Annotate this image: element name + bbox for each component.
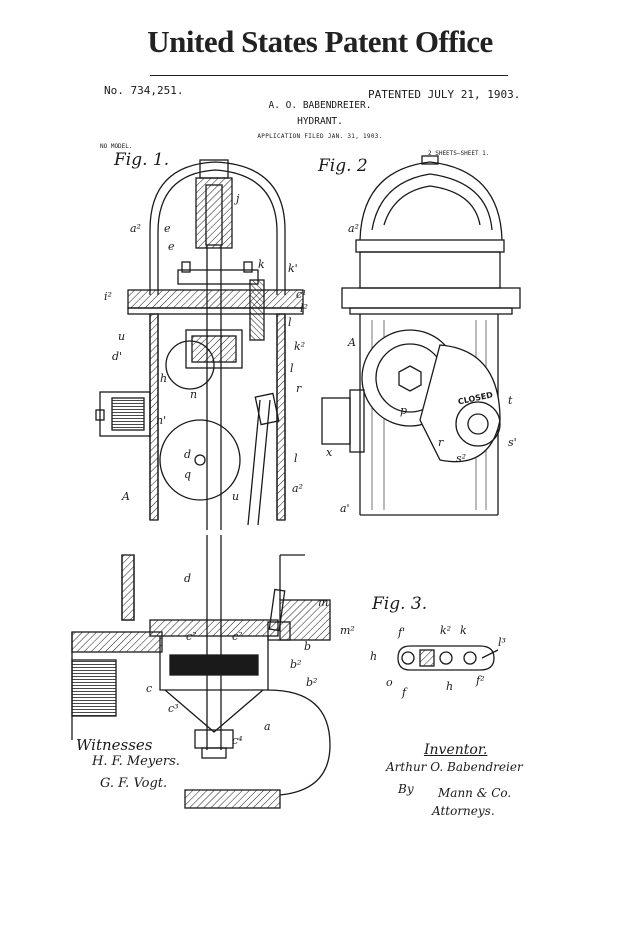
sheets-label: 2 SHEETS—SHEET 1. bbox=[428, 150, 490, 157]
inventor-signature: Arthur O. Babendreier bbox=[386, 760, 523, 774]
witnesses-heading: Witnesses bbox=[76, 736, 153, 754]
svg-text:u: u bbox=[118, 330, 125, 343]
svg-text:A: A bbox=[347, 336, 356, 349]
svg-text:a²: a² bbox=[292, 482, 303, 495]
witness-1: H. F. Meyers. bbox=[92, 754, 180, 769]
svg-text:c⁴: c⁴ bbox=[232, 734, 243, 747]
svg-text:m²: m² bbox=[340, 624, 355, 637]
svg-text:n: n bbox=[190, 388, 197, 401]
svg-text:b: b bbox=[304, 640, 311, 653]
svg-text:b²: b² bbox=[306, 676, 317, 689]
svg-text:i²: i² bbox=[104, 290, 112, 303]
fig2-drawing bbox=[321, 155, 521, 516]
svg-text:o: o bbox=[386, 676, 393, 689]
svg-text:c¹: c¹ bbox=[296, 288, 307, 301]
svg-text:a': a' bbox=[340, 502, 350, 515]
svg-text:j: j bbox=[233, 192, 240, 205]
svg-text:k²: k² bbox=[294, 340, 305, 353]
patent-title: HYDRANT. bbox=[297, 116, 343, 127]
svg-text:a²: a² bbox=[348, 222, 359, 235]
svg-text:r: r bbox=[296, 382, 302, 395]
svg-text:p: p bbox=[400, 404, 407, 417]
svg-text:d: d bbox=[184, 448, 191, 461]
svg-text:h: h bbox=[370, 650, 377, 663]
svg-text:d': d' bbox=[112, 350, 122, 363]
svg-text:l³: l³ bbox=[498, 636, 506, 649]
fig2-label: Fig. 2 bbox=[318, 156, 368, 176]
attorney-signature: Mann & Co. bbox=[438, 786, 512, 800]
svg-text:r: r bbox=[438, 436, 444, 449]
fig3-label: Fig. 3. bbox=[372, 594, 428, 614]
svg-text:d: d bbox=[184, 572, 191, 585]
svg-text:c²: c² bbox=[186, 630, 197, 643]
svg-text:u: u bbox=[232, 490, 239, 503]
svg-text:x: x bbox=[326, 446, 333, 459]
patented-date: PATENTED JULY 21, 1903. bbox=[368, 88, 521, 101]
patent-number: No. 734,251. bbox=[104, 84, 184, 97]
svg-text:k: k bbox=[258, 258, 265, 271]
svg-text:f': f' bbox=[397, 626, 405, 639]
inventor-heading: Inventor. bbox=[424, 742, 488, 758]
svg-text:e: e bbox=[164, 222, 171, 235]
svg-text:f: f bbox=[401, 686, 408, 699]
svg-text:l: l bbox=[288, 316, 292, 329]
svg-text:c²: c² bbox=[232, 630, 243, 643]
svg-text:b²: b² bbox=[290, 658, 301, 671]
svg-text:n': n' bbox=[156, 414, 166, 427]
office-title: United States Patent Office bbox=[147, 24, 493, 59]
svg-text:e: e bbox=[168, 240, 175, 253]
attorneys-label: Attorneys. bbox=[432, 804, 495, 818]
svg-text:h: h bbox=[446, 680, 453, 693]
svg-text:k: k bbox=[460, 624, 467, 637]
header-rule bbox=[150, 75, 508, 76]
svg-text:A: A bbox=[121, 490, 130, 503]
witness-2: G. F. Vogt. bbox=[100, 776, 168, 791]
no-model-label: NO MODEL. bbox=[100, 143, 133, 150]
fig1-lower-drawing bbox=[71, 535, 331, 809]
svg-text:l²: l² bbox=[300, 302, 308, 315]
fig1-label: Fig. 1. bbox=[114, 150, 170, 170]
svg-text:k²: k² bbox=[440, 624, 451, 637]
svg-text:h: h bbox=[160, 372, 167, 385]
svg-text:l: l bbox=[290, 362, 294, 375]
inventor-name: A. O. BABENDREIER. bbox=[268, 100, 372, 111]
svg-text:c: c bbox=[146, 682, 152, 695]
svg-text:s': s' bbox=[508, 436, 517, 449]
application-filed: APPLICATION FILED JAN. 31, 1903. bbox=[257, 133, 383, 140]
svg-text:s²: s² bbox=[456, 452, 466, 465]
svg-text:a²: a² bbox=[130, 222, 141, 235]
svg-text:m: m bbox=[318, 596, 328, 609]
svg-text:k': k' bbox=[288, 262, 298, 275]
svg-text:q: q bbox=[184, 468, 191, 481]
fig3-drawing bbox=[397, 645, 499, 671]
svg-text:a: a bbox=[264, 720, 271, 733]
svg-text:c³: c³ bbox=[168, 702, 179, 715]
svg-text:l: l bbox=[294, 452, 298, 465]
svg-text:f²: f² bbox=[475, 674, 484, 687]
by-label: By bbox=[398, 782, 414, 796]
fig1-drawing bbox=[95, 159, 304, 530]
svg-text:t: t bbox=[508, 394, 513, 407]
